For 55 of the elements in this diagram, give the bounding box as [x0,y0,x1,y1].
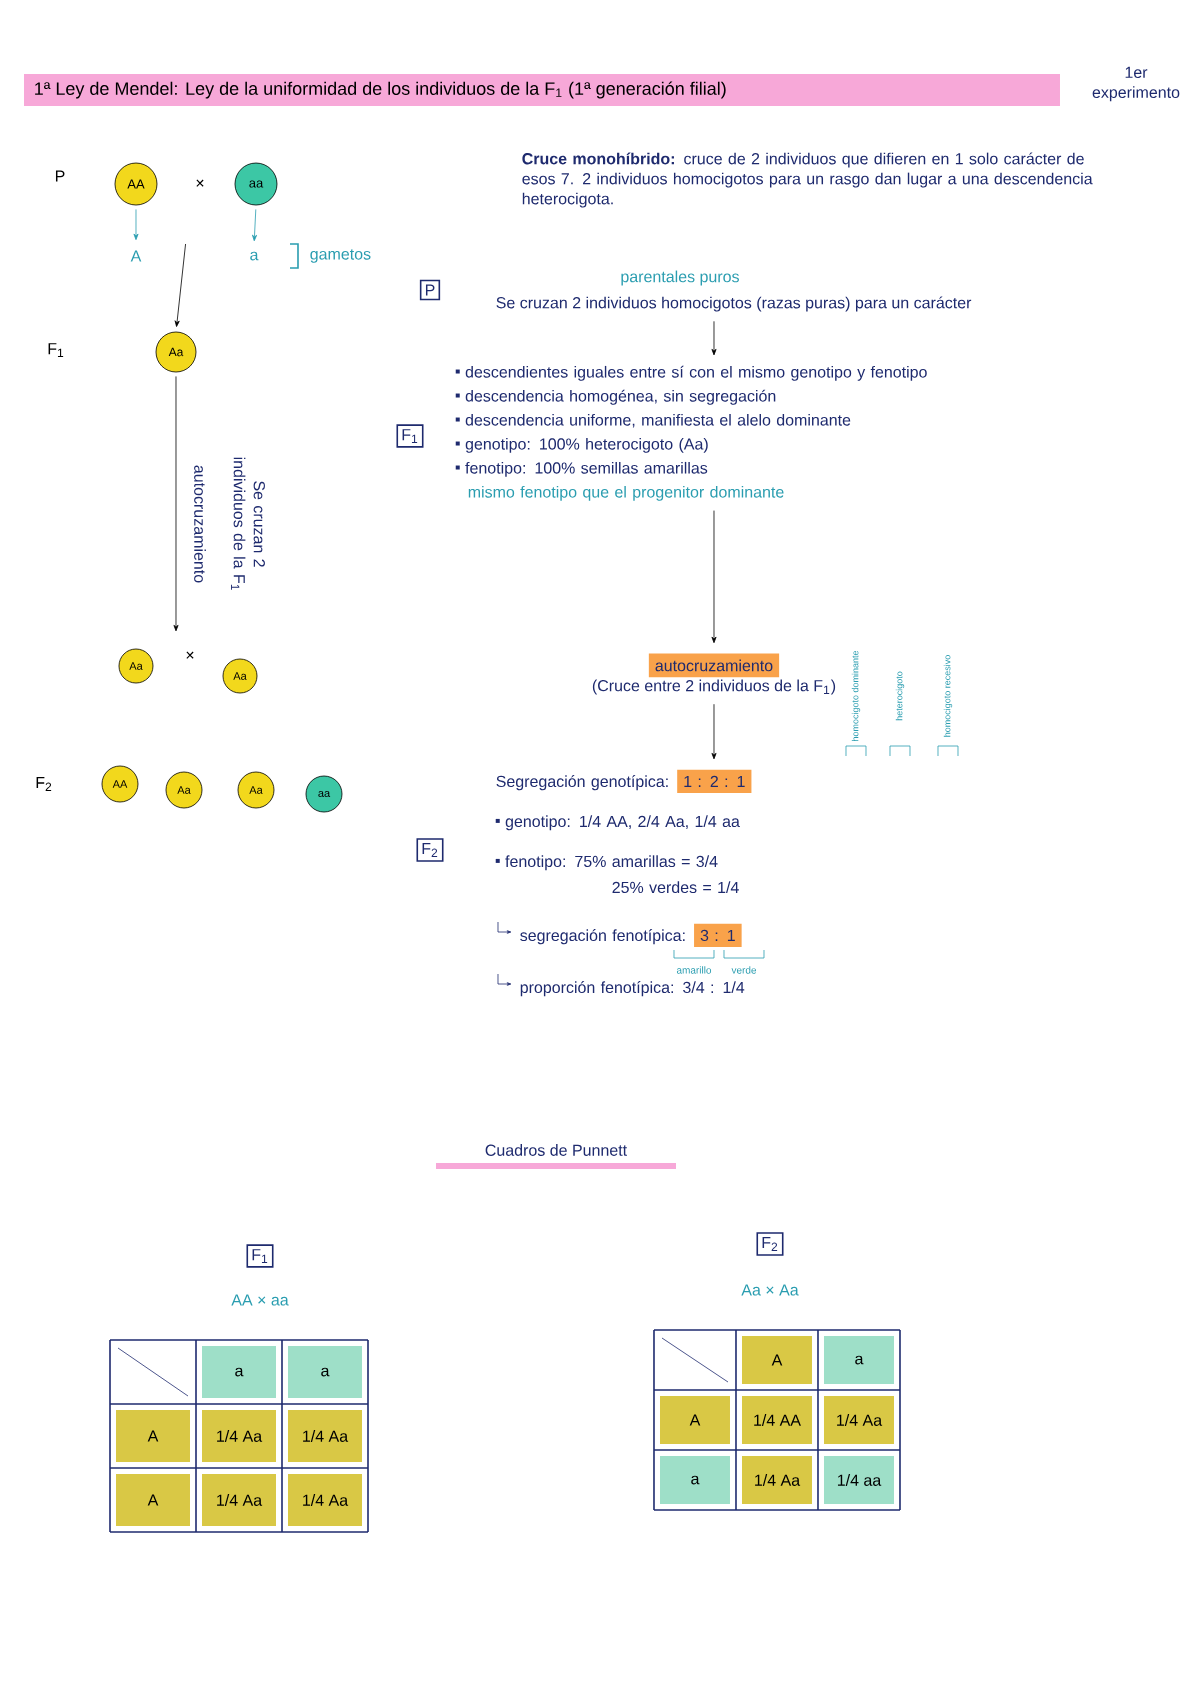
cross-sign: × [186,651,194,659]
stage-box: F$_{2}$ [756,1232,784,1256]
stage-box: F$_{1}$ [396,424,424,448]
stage-box: P [419,279,441,301]
table-cell: a [288,1346,362,1398]
table-cell: A [116,1474,190,1526]
arrow [173,376,179,632]
stage-label: F$_{2}$ [36,777,52,791]
table-cell: A [742,1336,812,1384]
note: 1er experimento [1092,66,1180,102]
arrow [174,243,186,327]
table-cell: 1/4 Aa [202,1474,276,1526]
edge-label: autocruzamiento [194,465,206,583]
stage-box: F$_{2}$ [416,838,444,862]
gamete-label: A [130,250,142,262]
arrow [133,209,139,241]
stage-box: F$_{1}$ [246,1244,274,1268]
table-cell: 1/4 Aa [288,1410,362,1462]
node-label: proporción fenotípica: 3/4 : 1/4 [520,981,745,997]
cross-label: Aa × Aa [741,1284,799,1296]
stage-label: F$_{1}$ [48,343,64,357]
node-label: segregación fenotípica: [520,929,685,945]
table-cell: a [824,1336,894,1384]
arrow [252,209,257,242]
node-label: 3 : 1 [700,929,735,942]
node-label: 25% verdes = 1/4 [612,881,739,894]
annotation: parentales puros [621,270,739,286]
table-cell: 1/4 Aa [202,1410,276,1462]
gametes-label: gametos [310,249,371,263]
table-cell: A [116,1410,190,1462]
arrow [711,703,717,760]
table-cell: 1/4 Aa [824,1396,894,1444]
node-label: genotipo: 1/4 AA, 2/4 Aa, 1/4 aa [505,815,740,831]
table-cell: 1/4 Aa [742,1456,812,1504]
table-cell: 1/4 Aa [288,1474,362,1526]
arrow [711,320,717,356]
title: 1ª Ley de Mendel: Ley de la uniformidad de los individuos de la F$_{1}$ (1ª generación filial) [24,74,1060,106]
side-note: Se cruzan 2 individuos de la F$_{1}$ [231,457,265,590]
table-cell: A [660,1396,730,1444]
node-label: fenotipo: 75% amarillas = 3/4 [505,855,718,871]
gamete-label: a [250,251,259,261]
table-cell: a [202,1346,276,1398]
paragraph: Cruce monohíbrido: cruce de 2 individuos que difieren en 1 solo carácter de esos 7. 2 individuos homocigotos para un rasgo dan lugar a una descendencia heterocigota. [522,152,1093,208]
step-text: autocruzamiento (Cruce entre 2 individuos de la F$_{1}$) [592,653,836,695]
cross-sign: × [196,179,204,187]
table-cell: 1/4 AA [742,1396,812,1444]
node-label: Segregación genotípica: [496,775,668,791]
bullet-list: descendientes iguales entre sí con el mismo genotipo y fenotipo descendencia homogénea, sin segregación descendencia uniforme, manifiesta el alelo dominante genotipo: 100% heterocigoto (Aa) fenotipo: 100% semillas amarillas mismo fenotipo que el progenitor dominante [455,365,927,501]
table-cell: a [660,1456,730,1504]
table-cell: 1/4 aa [824,1456,894,1504]
heading: Cuadros de Punnett [436,1144,676,1169]
cross-label: AA × aa [231,1294,289,1306]
stage-label: P [56,170,65,182]
statement: Se cruzan 2 individuos homocigotos (razas puras) para un carácter [496,296,972,312]
arrow [711,510,717,644]
